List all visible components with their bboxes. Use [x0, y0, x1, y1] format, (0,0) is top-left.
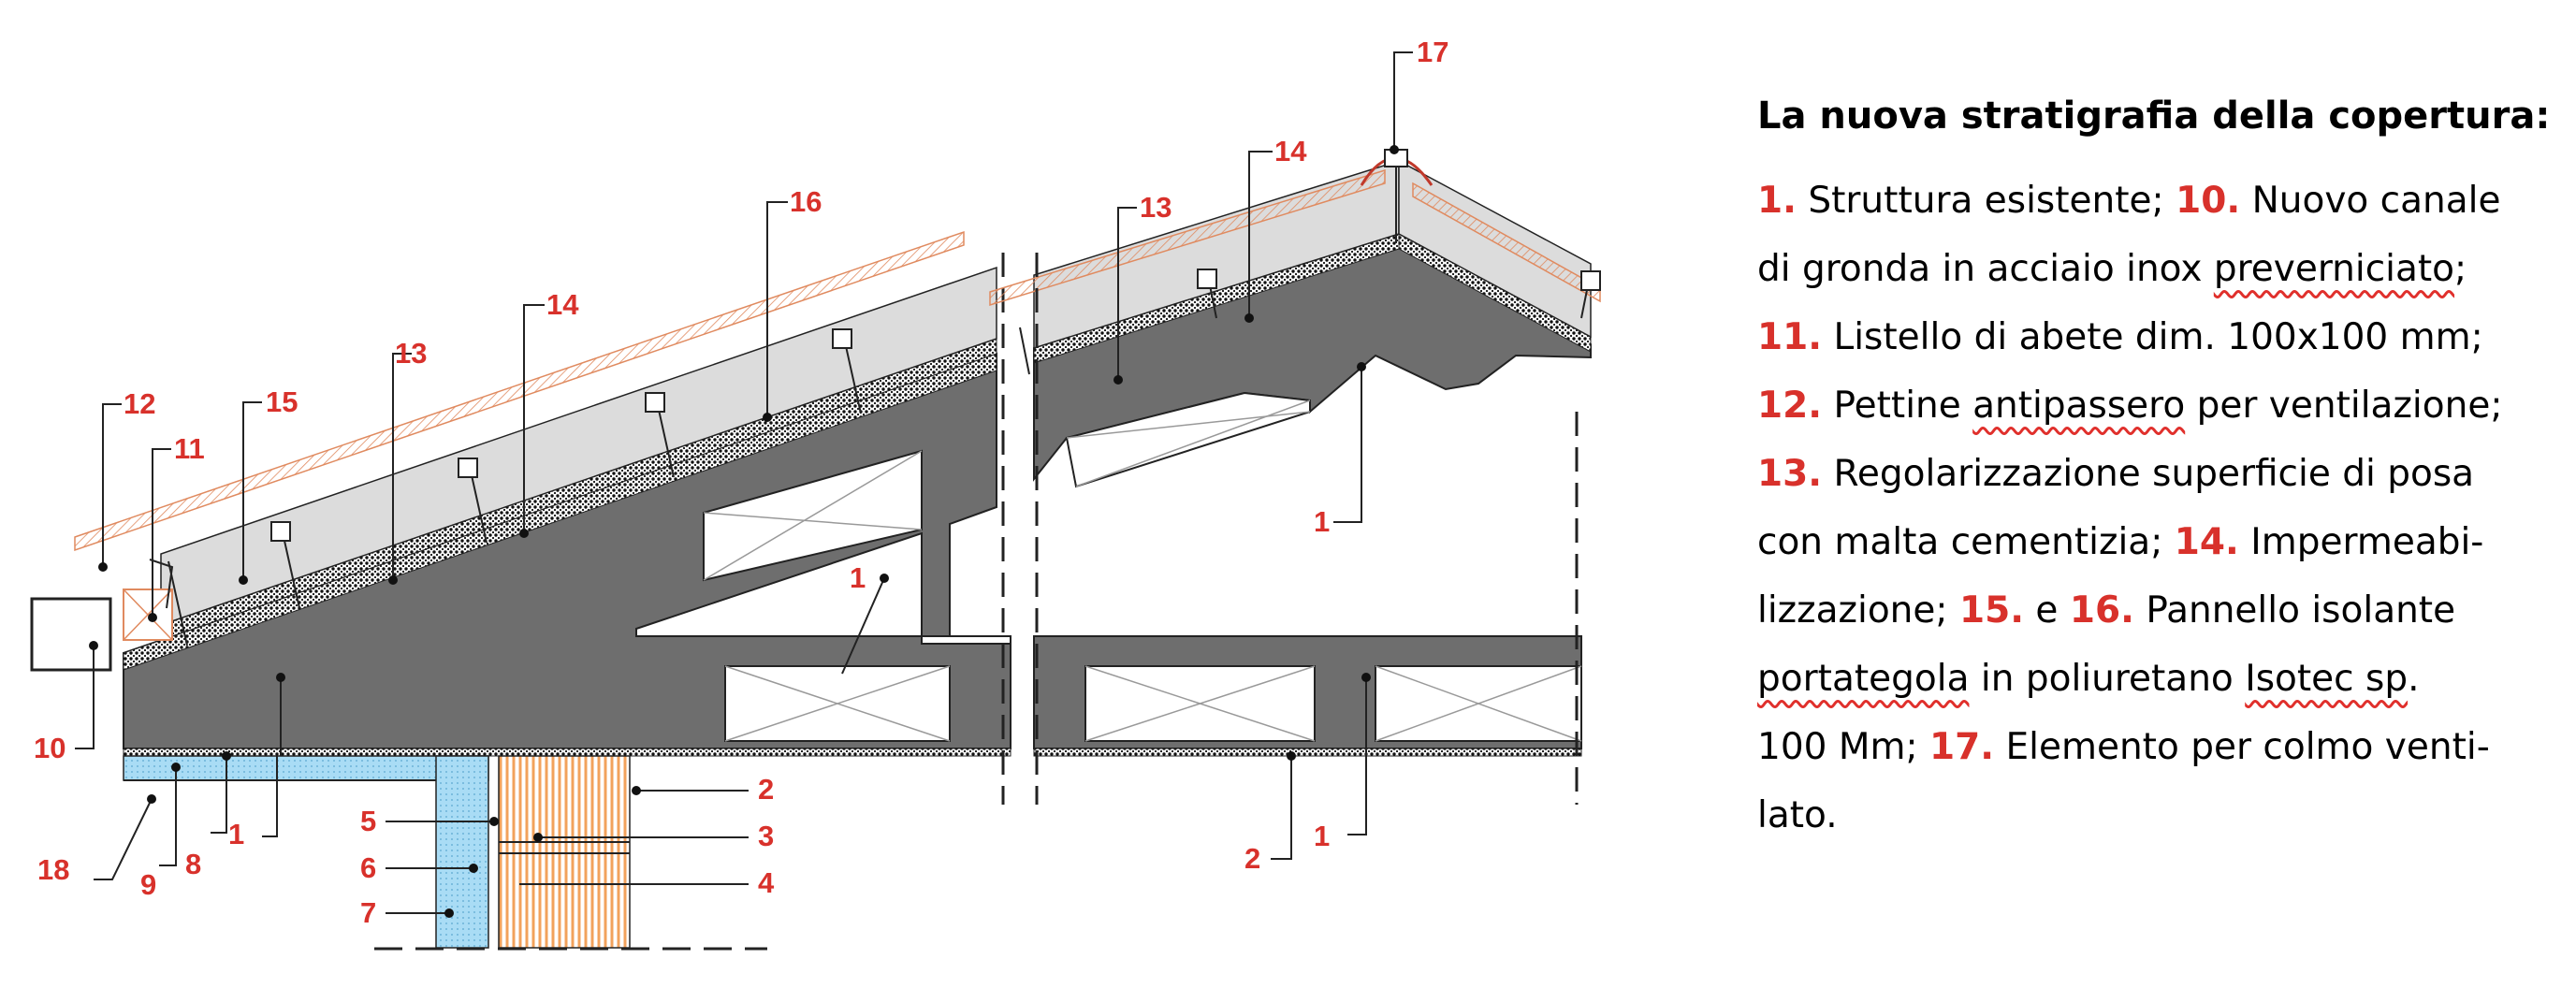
legend-line: lizzazione; 15. e 16. Pannello isolante: [1757, 576, 2543, 645]
callout-label: 12: [124, 387, 155, 420]
legend-text: Pannello isolante: [2133, 589, 2456, 632]
callout-label: 14: [1274, 135, 1307, 167]
callout-label: 5: [360, 805, 376, 837]
legend-line: 11. Listello di abete dim. 100x100 mm;: [1757, 303, 2543, 371]
callout-label: 17: [1417, 36, 1448, 68]
legend-line: 100 Mm; 17. Elemento per colmo venti-: [1757, 713, 2543, 781]
legend-line: 13. Regolarizzazione superficie di posa: [1757, 440, 2543, 508]
legend-number: 15.: [1958, 589, 2025, 632]
legend-line: con malta cementizia; 14. Impermeabi-: [1757, 508, 2543, 576]
callout-label: 6: [360, 851, 376, 884]
legend-number: 16.: [2069, 589, 2134, 632]
callout-label: 16: [790, 185, 822, 218]
callout-label: 9: [140, 868, 156, 901]
callout-label: 8: [185, 848, 201, 880]
legend-number: 1.: [1757, 180, 1797, 222]
legend-number: 10.: [2176, 180, 2241, 222]
leader-dots: [89, 145, 1399, 918]
callout-label: 1: [1314, 820, 1330, 852]
legend-line: lato.: [1757, 781, 2543, 850]
leader-lines: [75, 51, 1413, 914]
legend-text: Listello di abete dim. 100x100 mm;: [1822, 316, 2483, 358]
callout-label: 1: [1314, 505, 1330, 538]
legend-text: lato.: [1757, 794, 1838, 836]
callout-label: 13: [395, 337, 427, 370]
legend-line: portategola in poliuretano Isotec sp.: [1757, 645, 2543, 713]
legend-number: 11.: [1757, 316, 1823, 358]
callout-label: 7: [360, 896, 376, 929]
legend-text: Pettine: [1822, 385, 1973, 427]
legend-text: per ventilazione;: [2185, 385, 2503, 427]
legend-number: 12.: [1757, 385, 1823, 427]
left-roof-slope: [30, 230, 1011, 951]
legend-text: di gronda in acciaio inox: [1757, 248, 2214, 290]
callout-label: 14: [546, 288, 579, 321]
legend-text: Nuovo canale: [2240, 180, 2501, 222]
legend-text: Regolarizzazione superficie di posa: [1822, 453, 2475, 495]
roof-section-drawing: 1 1 1 1 2 2 3 4 5 6 7 8 9 10 11 12 13 13…: [30, 36, 1601, 951]
legend-text: antipassero: [1972, 385, 2186, 427]
legend-body: 1. Struttura esistente; 10. Nuovo canale…: [1757, 167, 2543, 850]
legend-number: 17.: [1929, 726, 1995, 768]
callout-labels: 1 1 1 1 2 2 3 4 5 6 7 8 9 10 11 12 13 13…: [34, 36, 1448, 929]
legend-text: lizzazione;: [1757, 589, 1959, 632]
legend-text: con malta cementizia;: [1757, 521, 2175, 563]
callout-label: 13: [1140, 191, 1172, 224]
callout-label: 2: [758, 773, 774, 806]
callout-label: 4: [758, 866, 775, 899]
callout-label: 2: [1244, 842, 1260, 875]
callout-label: 11: [174, 432, 205, 465]
callout-label: 3: [758, 820, 774, 852]
stratigraphy-legend: La nuova stratigrafia della copertura: 1…: [1757, 90, 2551, 850]
legend-title: La nuova stratigrafia della copertura:: [1757, 94, 2551, 138]
legend-text: preverniciato: [2213, 248, 2455, 290]
legend-line: 1. Struttura esistente; 10. Nuovo canale: [1757, 167, 2543, 235]
callout-label: 1: [228, 818, 244, 850]
legend-line: di gronda in acciaio inox preverniciato;: [1757, 235, 2543, 303]
legend-text: ;: [2454, 248, 2467, 290]
legend-text: portategola: [1757, 658, 1970, 700]
legend-text: Elemento per colmo venti-: [1994, 726, 2490, 768]
callout-label: 1: [850, 561, 866, 594]
legend-text: Isotec sp: [2245, 658, 2409, 700]
callout-label: 10: [34, 732, 65, 764]
legend-text: .: [2408, 658, 2420, 700]
legend-text: Impermeabi-: [2238, 521, 2484, 563]
callout-label: 15: [266, 385, 298, 418]
legend-text: 100 Mm;: [1757, 726, 1930, 768]
legend-number: 13.: [1757, 453, 1823, 495]
right-roof-slope: [989, 149, 1601, 805]
legend-text: Struttura esistente;: [1796, 180, 2176, 222]
callout-label: 18: [37, 853, 69, 886]
legend-text: in poliuretano: [1969, 658, 2246, 700]
legend-line: 12. Pettine antipassero per ventilazione…: [1757, 371, 2543, 440]
legend-number: 14.: [2174, 521, 2239, 563]
legend-text: e: [2024, 589, 2070, 632]
